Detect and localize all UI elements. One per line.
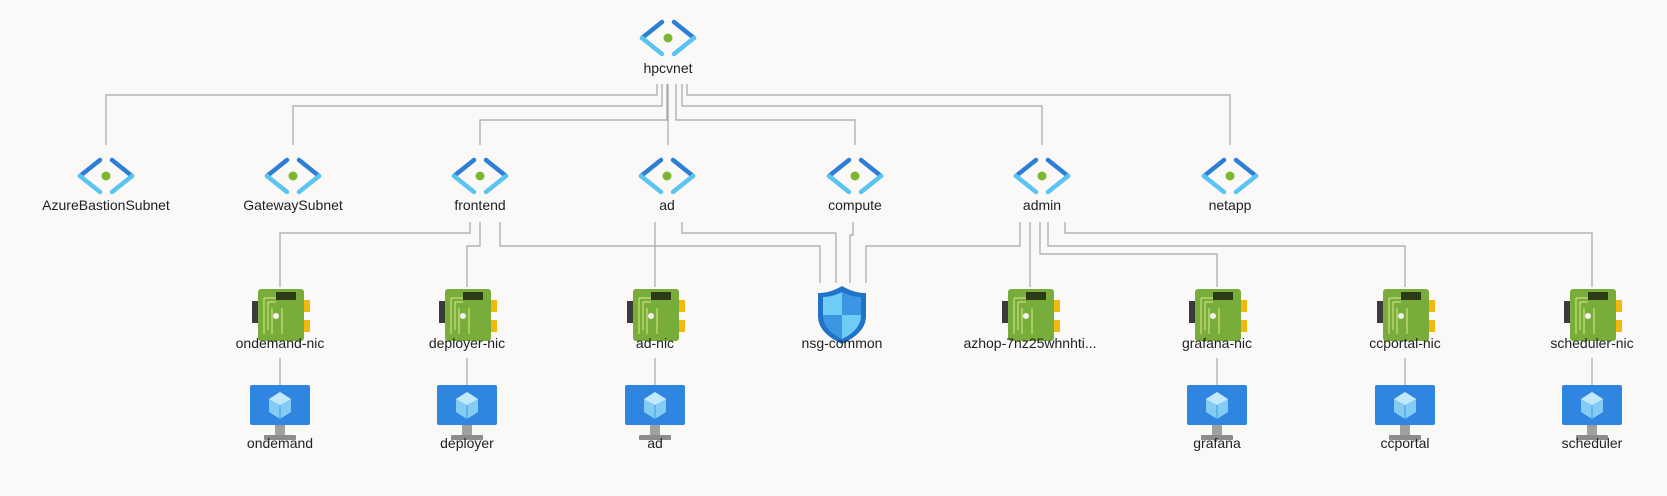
grafana-label: grafana — [1193, 435, 1241, 451]
virtual-machine-icon — [1562, 385, 1622, 440]
AzureBastionSubnet-label: AzureBastionSubnet — [42, 197, 170, 213]
subnet-icon — [826, 157, 884, 195]
network-interface-icon — [1564, 289, 1622, 341]
connection-compute-to-nsg-common — [849, 222, 854, 283]
connection-frontend-to-nsg-common — [499, 222, 821, 283]
connection-admin-to-grafana-nic — [1039, 222, 1218, 287]
network-interface-icon — [1189, 289, 1247, 341]
ad-nic-label: ad-nic — [635, 335, 675, 351]
ccportal-nic-label: ccportal-nic — [1369, 335, 1441, 351]
connection-hpcvnet-to-AzureBastionSubnet — [105, 84, 658, 145]
grafana-nic-label: grafana-nic — [1181, 335, 1253, 351]
connection-admin-to-ccportal-nic — [1047, 222, 1406, 287]
ondemand-label: ondemand — [246, 435, 314, 451]
network-interface-icon — [1377, 289, 1435, 341]
subnet-icon — [1201, 157, 1259, 195]
deployer-label: deployer — [440, 435, 494, 451]
connection-admin-to-scheduler-nic — [1064, 222, 1593, 287]
scheduler-label: scheduler — [1561, 435, 1623, 451]
netapp-label: netapp — [1208, 197, 1252, 213]
virtual-machine-icon — [1187, 385, 1247, 440]
admin-label: admin — [1022, 197, 1062, 213]
compute-label: compute — [828, 197, 882, 213]
subnet-icon — [264, 157, 322, 195]
ondemand-nic-label: ondemand-nic — [235, 335, 325, 351]
subnet-icon — [1013, 157, 1071, 195]
frontend-label: frontend — [454, 197, 506, 213]
network-interface-icon — [252, 289, 310, 341]
connection-ad-to-nsg-common — [681, 222, 837, 283]
connection-frontend-to-deployer-nic — [466, 222, 481, 287]
subnet-icon — [451, 157, 509, 195]
scheduler-nic-label: scheduler-nic — [1550, 335, 1634, 351]
azhop-nic-label: azhop-7nz25whnhti... — [963, 335, 1097, 351]
connection-hpcvnet-to-GatewaySubnet — [292, 84, 663, 145]
hpcvnet-label: hpcvnet — [643, 60, 693, 76]
GatewaySubnet-label: GatewaySubnet — [243, 197, 343, 213]
virtual-machine-icon — [250, 385, 310, 440]
network-security-group-icon — [818, 286, 866, 344]
virtual-machine-icon — [1375, 385, 1435, 440]
virtual-machine-icon — [625, 385, 685, 440]
virtual-machine-icon — [437, 385, 497, 440]
connection-admin-to-nsg-common — [865, 222, 1021, 283]
connection-hpcvnet-to-admin — [681, 84, 1043, 145]
subnet-icon — [77, 157, 135, 195]
ccportal-label: ccportal — [1380, 435, 1430, 451]
connection-hpcvnet-to-netapp — [686, 84, 1231, 145]
ad-vm-label: ad — [647, 435, 663, 451]
connection-frontend-to-ondemand-nic — [279, 222, 471, 287]
network-interface-icon — [627, 289, 685, 341]
vnet-icon — [639, 19, 697, 57]
deployer-nic-label: deployer-nic — [428, 335, 506, 351]
nsg-common-label: nsg-common — [801, 335, 883, 351]
connection-hpcvnet-to-compute — [675, 84, 856, 145]
network-interface-icon — [1002, 289, 1060, 341]
ad-label: ad — [659, 197, 675, 213]
subnet-icon — [638, 157, 696, 195]
connection-hpcvnet-to-frontend — [479, 84, 668, 145]
network-interface-icon — [439, 289, 497, 341]
